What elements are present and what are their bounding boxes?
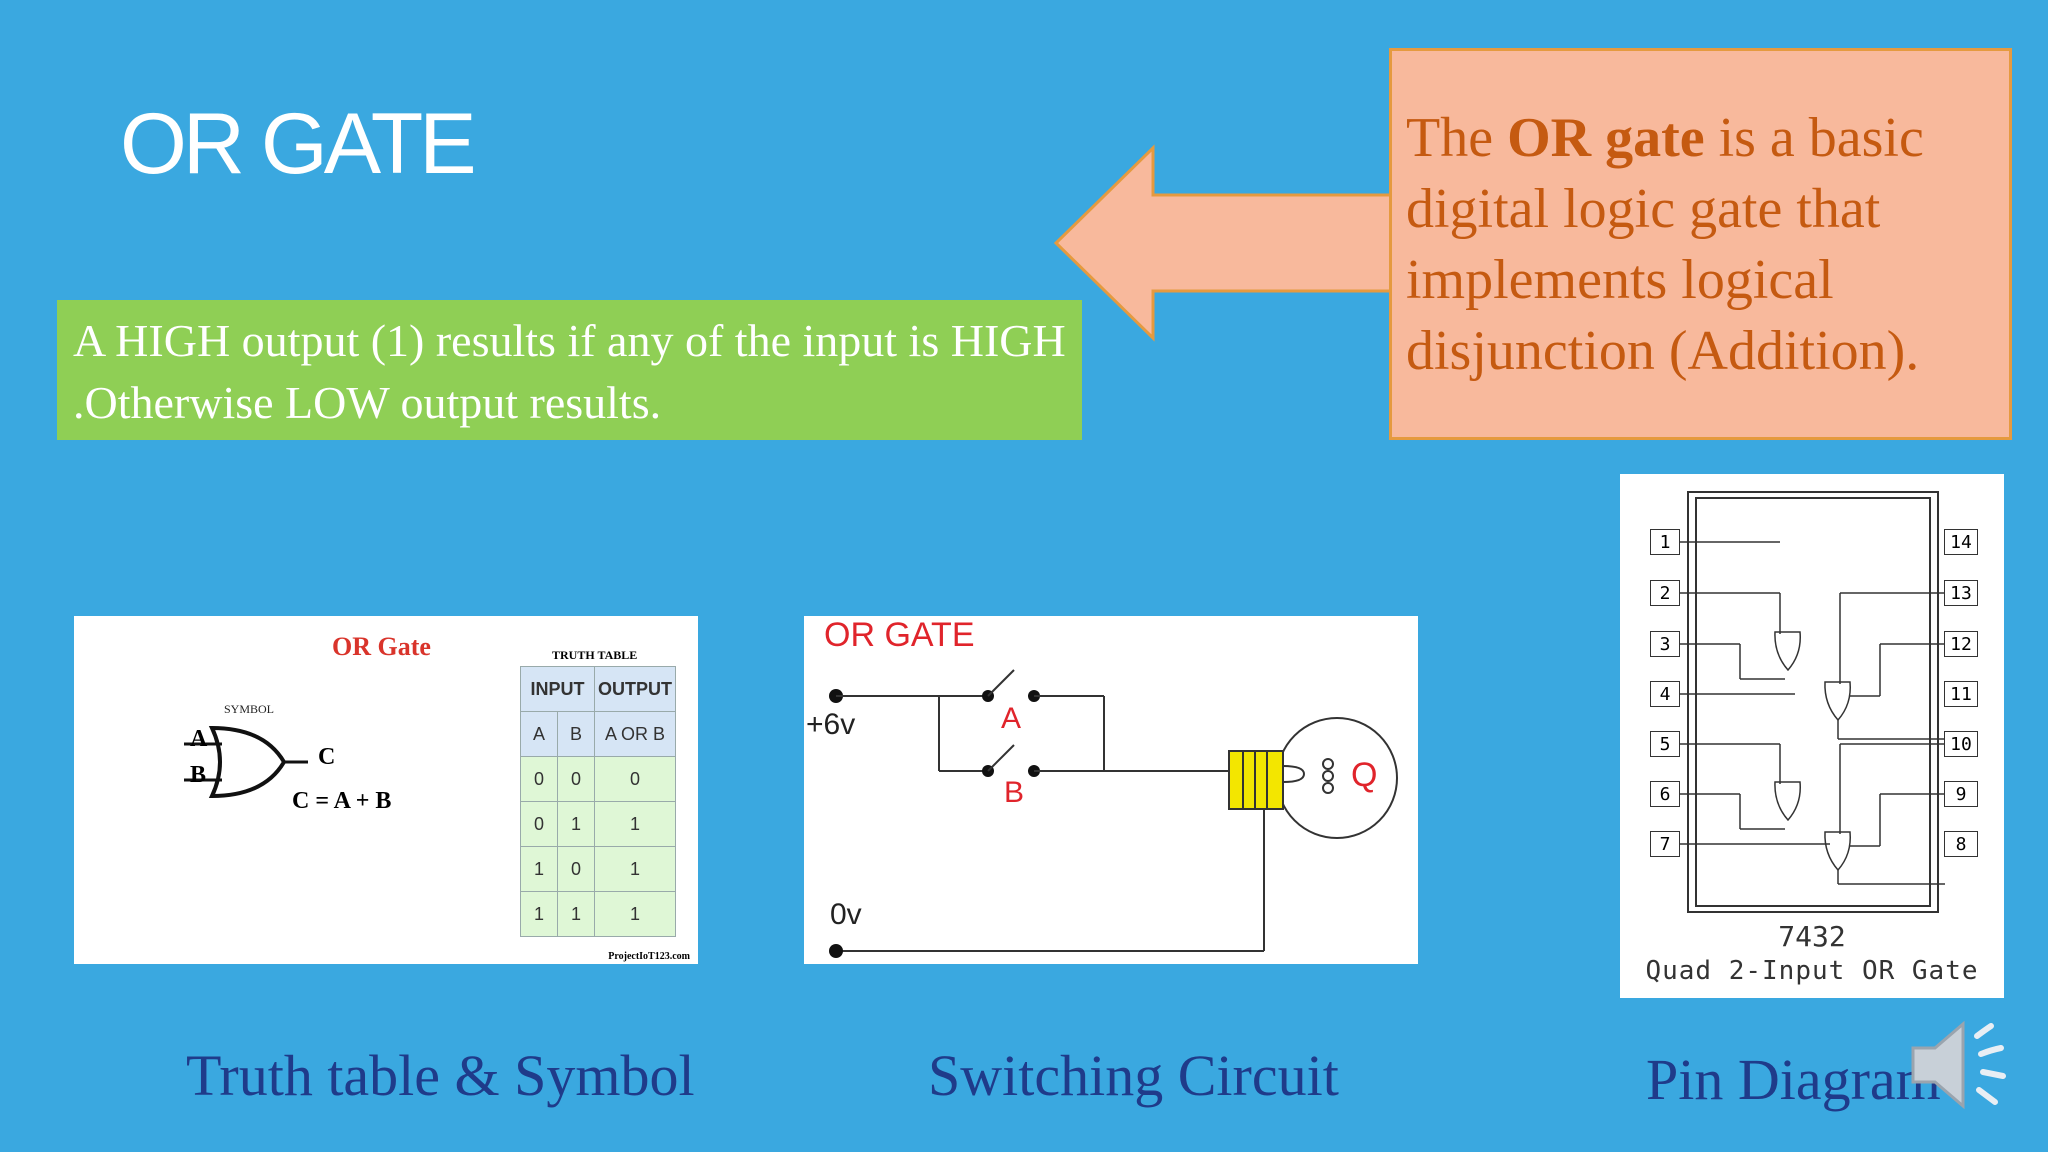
- caption-symbol: Truth table & Symbol: [186, 1043, 695, 1108]
- table-cell: 0: [557, 846, 595, 892]
- pin-4: 4: [1650, 681, 1680, 707]
- table-row: 0 1 1: [520, 801, 676, 847]
- lamp-label: Q: [1351, 756, 1378, 794]
- circuit-panel: OR GATE +6v 0v A B Q: [804, 616, 1418, 964]
- callout-prefix: The: [1406, 107, 1508, 169]
- switch-a-label: A: [1001, 702, 1022, 735]
- definition-highlight: A HIGH output (1) results if any of the …: [57, 300, 1082, 440]
- table-cell: 1: [520, 846, 558, 892]
- ground-label: 0v: [830, 898, 862, 931]
- switch-b-label: B: [1004, 776, 1025, 809]
- input-a-label: A: [190, 726, 208, 752]
- truth-table: INPUT OUTPUT A B A OR B 0 0 0 0 1 1 1 0 …: [520, 666, 676, 937]
- table-cell: 1: [594, 846, 676, 892]
- caption-pins: Pin Diagram: [1646, 1047, 1941, 1112]
- circuit-heading: OR GATE: [824, 616, 975, 654]
- caption-circuit: Switching Circuit: [928, 1043, 1339, 1108]
- symbol-heading: OR Gate: [332, 632, 431, 661]
- callout-suffix: is a basic digital logic gate that imple…: [1406, 107, 1924, 382]
- switching-circuit-diagram: [829, 669, 1398, 958]
- table-cell: 0: [520, 801, 558, 847]
- or-gate-symbol-icon: [184, 725, 308, 799]
- col-out: A OR B: [594, 711, 676, 757]
- pin-9: 9: [1944, 781, 1978, 807]
- truth-table-title: TRUTH TABLE: [552, 648, 638, 662]
- slide-title: OR GATE: [120, 96, 477, 192]
- pin-12: 12: [1944, 631, 1978, 657]
- table-cell: 1: [520, 891, 558, 937]
- symbol-label: SYMBOL: [224, 702, 275, 716]
- supply-label: +6v: [806, 708, 856, 741]
- pin-2: 2: [1650, 580, 1680, 606]
- table-cell: 0: [557, 756, 595, 802]
- col-a: A: [520, 711, 558, 757]
- callout-bold: OR gate: [1507, 107, 1705, 169]
- header-output: OUTPUT: [594, 666, 676, 712]
- credit-label: ProjectIoT123.com: [608, 951, 690, 962]
- pin-14: 14: [1944, 529, 1978, 555]
- table-cell: 1: [594, 801, 676, 847]
- input-b-label: B: [190, 762, 207, 788]
- definition-callout: The OR gate is a basic digital logic gat…: [1389, 48, 2012, 440]
- equation-label: C = A + B: [292, 788, 392, 814]
- pin-10: 10: [1944, 731, 1978, 757]
- ic-package-diagram: [1680, 491, 1945, 913]
- chip-description: Quad 2-Input OR Gate: [1645, 956, 1979, 986]
- table-row: 1 0 1: [520, 846, 676, 892]
- header-input: INPUT: [520, 666, 595, 712]
- table-row: 0 0 0: [520, 756, 676, 802]
- pin-5: 5: [1650, 731, 1680, 757]
- speaker-icon[interactable]: [1905, 1010, 2015, 1120]
- pin-6: 6: [1650, 781, 1680, 807]
- chip-number: 7432: [1778, 920, 1846, 953]
- pin-8: 8: [1944, 831, 1978, 857]
- table-cell: 1: [557, 801, 595, 847]
- table-cell: 1: [594, 891, 676, 937]
- output-c-label: C: [318, 744, 336, 770]
- table-row: 1 1 1: [520, 891, 676, 937]
- table-cell: 0: [520, 756, 558, 802]
- table-cell: 1: [557, 891, 595, 937]
- callout-arrow-icon: [1053, 144, 1395, 342]
- table-cell: 0: [594, 756, 676, 802]
- symbol-panel: OR Gate SYMBOL A B C C = A + B TRUTH TAB…: [74, 616, 698, 964]
- pin-1: 1: [1650, 529, 1680, 555]
- pin-diagram-panel: 1 2 3 4 5 6 7 14 13 12 11 10 9 8 7432 Qu…: [1620, 474, 2004, 998]
- col-b: B: [557, 711, 595, 757]
- pin-13: 13: [1944, 580, 1978, 606]
- pin-7: 7: [1650, 831, 1680, 857]
- pin-3: 3: [1650, 631, 1680, 657]
- pin-11: 11: [1944, 681, 1978, 707]
